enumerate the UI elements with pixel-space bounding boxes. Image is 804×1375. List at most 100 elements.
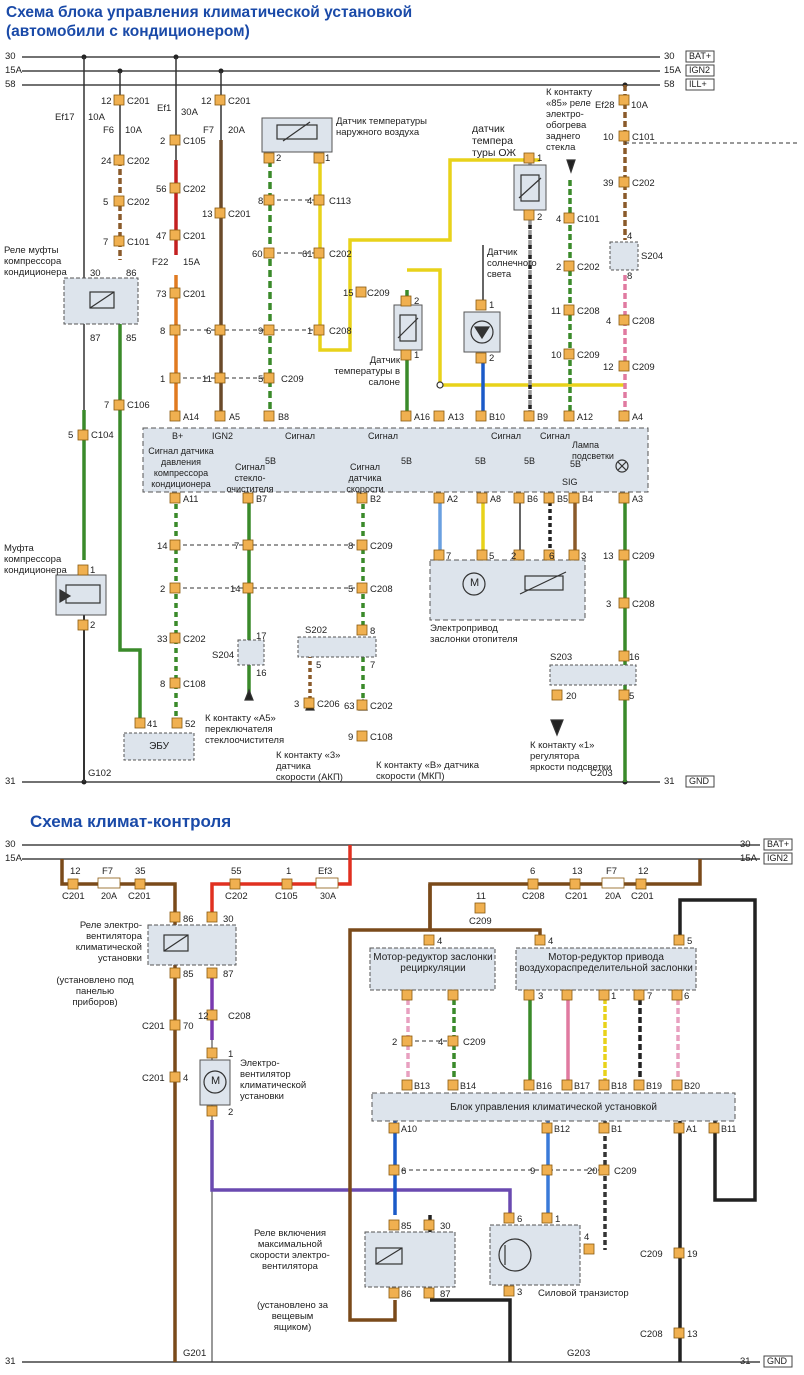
- signal-wiper-label: Сигнал стекло-очистителя: [226, 462, 274, 494]
- conn-c105: C105: [183, 136, 206, 147]
- b-conn-c208: C208: [228, 1011, 251, 1022]
- cu-pin-b13: B13: [414, 1081, 431, 1091]
- air-motor-label: Мотор-редуктор привода воздухораспредели…: [519, 952, 693, 974]
- cu-pin-b19: B19: [646, 1081, 663, 1091]
- conn-c104: C104: [91, 430, 114, 441]
- fan-relay-note: (установлено под панелью приборов): [56, 975, 134, 1008]
- fan-relay-pin-85: 85: [183, 969, 194, 980]
- air-pin-3: 3: [538, 991, 544, 1002]
- pin-7b: 7: [104, 400, 110, 411]
- fuse-f7: F7: [203, 125, 215, 136]
- unit-pin-b5: B5: [557, 494, 569, 504]
- conn-c208-2: C208: [577, 306, 600, 317]
- unit-ign2: IGN2: [212, 431, 234, 441]
- conn-c202-5: C202: [577, 262, 600, 273]
- rear-defrost-note: К контакту «85» реле электро-обогрева за…: [546, 87, 592, 153]
- conn-c202-8: C202: [370, 701, 393, 712]
- fan-label: Электро-вентилятор климатической установ…: [240, 1058, 307, 1102]
- fuse-f22-amp: 15A: [183, 257, 200, 268]
- rail-30-left: 30: [5, 51, 16, 62]
- unit-pin-b8: B8: [278, 412, 290, 422]
- pin-7-c209: 7: [234, 541, 240, 552]
- recirc-motor-label: Мотор-редуктор заслонки рециркуляции: [373, 952, 493, 974]
- relay-pin-85: 85: [126, 333, 137, 344]
- pin-1-c208: 1: [307, 326, 313, 337]
- b-rail-31-right: 31: [740, 1356, 751, 1367]
- air-pin-4: 4: [548, 936, 554, 947]
- splice-s203: S203: [550, 652, 573, 663]
- b-conn-c208-2: C208: [522, 891, 545, 902]
- fuse-ef28: Ef28: [595, 100, 615, 111]
- pin-8-s202: 8: [370, 626, 376, 637]
- max-relay-label: Реле включения максимальной скорости эле…: [250, 1228, 330, 1272]
- pin-39: 39: [603, 178, 614, 189]
- conn-c101: C101: [127, 237, 150, 248]
- unit-5v-4: 5B: [524, 456, 536, 466]
- pin-1: 1: [160, 374, 166, 385]
- rail-31-left: 31: [5, 776, 16, 787]
- fan-relay-pin-87: 87: [223, 969, 234, 980]
- tag-gnd: GND: [689, 776, 709, 786]
- unit-pin-b4: B4: [582, 494, 594, 504]
- climate-title: Схема климат-контроля: [30, 812, 232, 831]
- b-conn-c209: C209: [469, 916, 492, 927]
- sig-label: SIG: [562, 477, 578, 487]
- pin-5: 5: [103, 197, 109, 208]
- pin-8: 8: [160, 326, 166, 337]
- pin-73: 73: [156, 289, 167, 300]
- b-pin-2-c209: 2: [392, 1037, 398, 1048]
- sun-pin-1: 1: [489, 300, 495, 311]
- b-fuse-ef3: Ef3: [318, 866, 333, 877]
- unit-pin-a3: A3: [632, 494, 644, 504]
- tag-bat: BAT+: [689, 51, 712, 61]
- conn-c208-4: C208: [370, 584, 393, 595]
- cu-pin-a10: A10: [401, 1124, 418, 1134]
- top-components: [55, 117, 649, 761]
- fuse-ef1: Ef1: [157, 103, 172, 114]
- top-harness: [176, 142, 800, 589]
- pin-13-c209: 13: [603, 551, 614, 562]
- sun-sensor-label: Датчик солнечного света: [487, 247, 537, 280]
- pin-47: 47: [156, 231, 167, 242]
- actuator-pin-6: 6: [549, 551, 555, 562]
- b-conn-c209-4: C209: [640, 1249, 663, 1260]
- actuator-pin-3: 3: [581, 551, 587, 562]
- max-relay-pin-85: 85: [401, 1221, 412, 1232]
- conn-c201-3: C201: [183, 289, 206, 300]
- pin-11-c208: 11: [551, 306, 561, 317]
- cabin-temp-sensor-label: Датчик температуры в салоне: [334, 355, 400, 388]
- s204-pin-4: 4: [627, 231, 633, 242]
- b-rail-31-left: 31: [5, 1356, 16, 1367]
- conn-c202: C202: [127, 156, 150, 167]
- clutch-label: Муфта компрессора кондиционера: [4, 543, 67, 576]
- b-pin-6-c208: 6: [530, 866, 536, 877]
- b-conn-c208-3: C208: [640, 1329, 663, 1340]
- pin-33: 33: [157, 634, 168, 645]
- sun-pin-2: 2: [489, 353, 495, 364]
- fuse-f7-amp: 20A: [228, 125, 245, 136]
- b-pin-12: 12: [70, 866, 81, 877]
- climate-unit-label: Блок управления климатической установкой: [450, 1102, 657, 1113]
- pin-12-c209: 12: [603, 362, 614, 373]
- conn-c208: C208: [329, 326, 352, 337]
- relay-pin-87: 87: [90, 333, 101, 344]
- b-fuse-f7-amp: 20A: [101, 891, 118, 901]
- b-conn-c201-3: C201: [142, 1021, 165, 1032]
- recirc-pin-4: 4: [437, 936, 443, 947]
- ground-c203: C203: [590, 768, 613, 779]
- pin-7-s202: 7: [370, 660, 376, 671]
- unit-pin-b10: B10: [489, 412, 506, 422]
- ground-g203: G203: [567, 1348, 591, 1359]
- pin-5-s203: 5: [629, 691, 635, 702]
- pin-3-c206: 3: [294, 699, 300, 710]
- bottom-connectors: [67, 877, 720, 1339]
- b-conn-c201-2: C201: [128, 891, 151, 902]
- unit-pin-a4: A4: [632, 412, 644, 422]
- pin-9: 9: [258, 326, 264, 337]
- tag-ill: ILL+: [689, 79, 707, 89]
- rail-15a-left: 15A: [5, 65, 22, 76]
- pin-4-c113: 4: [307, 196, 313, 207]
- b-pin-6: 6: [401, 1166, 407, 1177]
- conn-c202-3: C202: [183, 184, 206, 195]
- fuse-ef28-amp: 10A: [631, 100, 648, 111]
